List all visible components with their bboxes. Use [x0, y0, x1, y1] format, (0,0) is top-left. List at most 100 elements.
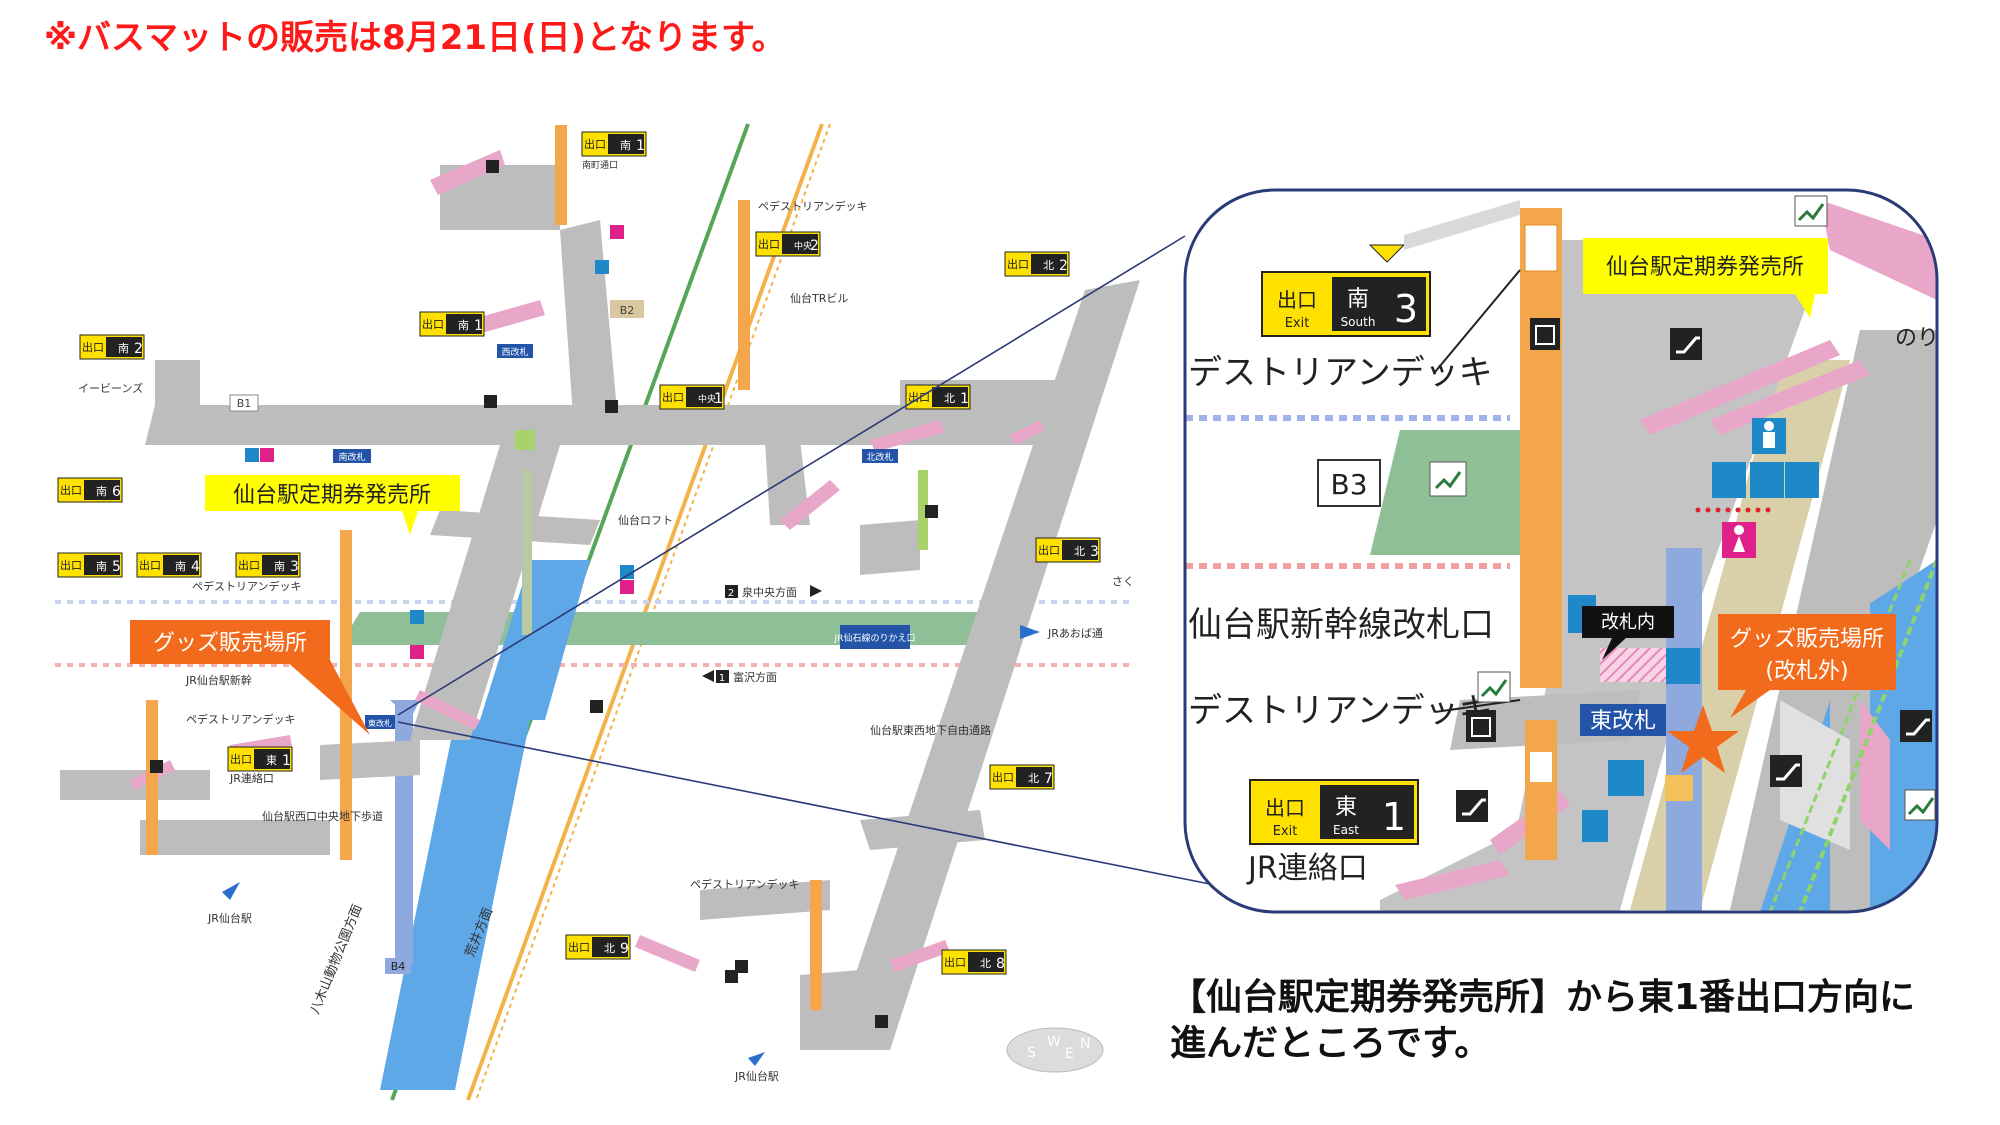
label-ebeans: イービーンズ	[78, 381, 143, 395]
svg-text:6: 6	[112, 484, 121, 500]
svg-text:1: 1	[474, 318, 483, 334]
accessible-toilet-icon	[245, 448, 259, 462]
label-yagiyama: 八木山動物公園方面	[307, 902, 366, 1016]
exit-badge-north-2: 出口 北 2	[1004, 251, 1070, 277]
escalator-icon	[590, 700, 603, 713]
baby-care-icon	[1750, 462, 1784, 498]
lower-platform	[380, 720, 530, 1090]
star-marker-icon	[1667, 705, 1739, 773]
exit-pillar	[555, 125, 567, 225]
exit-badge-south-1b: 出口 南 1	[419, 311, 485, 337]
toilet-icon	[260, 448, 274, 462]
overview-callout-goods: グッズ販売場所	[130, 620, 370, 735]
inset-higashi-gate: 東改札	[1590, 709, 1656, 734]
svg-text:East: East	[1333, 823, 1359, 837]
ticket-machine-icon	[1666, 648, 1700, 684]
exit-badge-south-6: 出口 南 6	[57, 477, 123, 503]
inset-tag-kaisatsu-nai: 改札内	[1582, 606, 1674, 660]
inset-exit-badge-east-1: 出口 Exit 東 East 1	[1249, 779, 1419, 845]
label-east-west-passage: 仙台駅東西地下自由通路	[870, 723, 991, 737]
inset-callout-teiki: 仙台駅定期券発売所	[1583, 238, 1828, 318]
svg-text:北: 北	[980, 957, 991, 970]
escalator-icon	[1900, 710, 1932, 742]
svg-text:南: 南	[1347, 287, 1369, 312]
toilet-icon	[620, 565, 634, 579]
exit-badge-south-5: 出口 南 5	[57, 552, 123, 578]
elevator-icon	[484, 395, 497, 408]
svg-text:1: 1	[1382, 795, 1406, 839]
compass-icon: S W E N	[1006, 1027, 1104, 1073]
svg-text:出口: 出口	[60, 558, 82, 572]
telephone-icon	[1582, 810, 1608, 842]
label-jr-connect: JR連絡口	[229, 771, 274, 785]
elevator-icon	[150, 760, 163, 773]
facility-icons	[150, 160, 938, 1028]
svg-text:Exit: Exit	[1273, 824, 1298, 839]
svg-text:出口: 出口	[584, 137, 606, 151]
inset-shinkansen-gate: 仙台駅新幹線改札口	[1188, 605, 1494, 645]
svg-text:北: 北	[1074, 545, 1085, 558]
svg-text:出口: 出口	[1038, 543, 1060, 557]
label-sendai-loft: 仙台ロフト	[618, 513, 673, 527]
exit-badge-south-4: 出口 南 4	[136, 552, 202, 578]
label-jr-sendai-bottom: JR仙台駅	[734, 1069, 779, 1083]
svg-text:出口: 出口	[82, 340, 104, 354]
svg-text:Exit: Exit	[1285, 316, 1310, 331]
label-minami-gate: 南改札	[338, 451, 365, 463]
exit-badge-south-1: 出口 南 1	[581, 131, 647, 157]
svg-text:南: 南	[96, 485, 107, 498]
svg-text:7: 7	[1044, 771, 1053, 787]
svg-text:E: E	[1065, 1046, 1074, 1062]
elevator-icon	[725, 970, 738, 983]
overview-map: B2 B1 B4 出口 南 1 出口 南 2 出口 中央 2	[55, 123, 1140, 1101]
escalator-icon	[735, 960, 748, 973]
caption-line-1: 【仙台駅定期券発売所】から東1番出口方向に	[1170, 977, 1916, 1018]
svg-text:S: S	[1027, 1045, 1036, 1061]
svg-text:グッズ販売場所: グッズ販売場所	[1730, 627, 1884, 652]
label-jr-shinkansen-gate: JR仙台駅新幹	[185, 673, 252, 687]
svg-text:出口: 出口	[60, 483, 82, 497]
connector-line-top	[397, 235, 1186, 716]
zoom-inset: B3	[1183, 188, 1939, 914]
svg-text:北: 北	[944, 392, 955, 405]
svg-text:改札内: 改札内	[1601, 612, 1655, 633]
svg-text:2: 2	[810, 238, 819, 254]
location-caption: 【仙台駅定期券発売所】から東1番出口方向に 進んだところです。	[1170, 975, 1915, 1067]
east-west-passage	[830, 280, 1140, 1050]
svg-text:3: 3	[1394, 287, 1418, 331]
level-label-b2: B2	[620, 304, 635, 317]
connector-line-bottom	[397, 721, 1216, 886]
label-tomizawa: 富沢方面	[733, 670, 777, 684]
exit-badge-north-3: 出口 北 3	[1035, 537, 1101, 563]
label-pedestrian-deck-left: ペデストリアンデッキ	[192, 579, 302, 593]
overview-callout-teiki: 仙台駅定期券発売所	[205, 475, 460, 535]
escalator	[1640, 340, 1840, 435]
svg-text:(改札外): (改札外)	[1765, 659, 1848, 684]
svg-text:2: 2	[134, 341, 143, 357]
toilet-icon	[610, 225, 624, 239]
toilet-icon	[410, 645, 424, 659]
svg-text:東: 東	[266, 754, 277, 767]
svg-text:東: 東	[1335, 795, 1357, 820]
svg-text:出口: 出口	[139, 558, 161, 572]
svg-text:South: South	[1341, 315, 1376, 329]
inset-noriba: のり	[1895, 326, 1939, 351]
exit-badge-north-7: 出口 北 7	[989, 764, 1055, 790]
gate-hatch	[1600, 648, 1668, 682]
inset-border	[1183, 188, 1939, 914]
svg-text:南: 南	[118, 342, 129, 355]
caption-line-2: 進んだところです。	[1170, 1023, 1491, 1064]
escalator-icon	[875, 1015, 888, 1028]
svg-text:南: 南	[458, 319, 469, 332]
elevator-icon	[1530, 318, 1560, 350]
svg-text:中央: 中央	[794, 240, 812, 252]
svg-text:出口: 出口	[1277, 288, 1317, 312]
label-jr-aoba: JRあおば通	[1047, 627, 1103, 640]
exit-badge-north-8: 出口 北 8	[941, 949, 1007, 975]
staircase-icon	[1904, 789, 1936, 821]
accessible-toilet-icon	[595, 260, 609, 274]
label-kita-gate: 北改札	[866, 451, 893, 463]
inset-callout-goods: グッズ販売場所 (改札外)	[1718, 614, 1896, 718]
level-label-b1: B1	[237, 397, 252, 410]
inset-exit-badge-south-3: 出口 Exit 南 South 3	[1261, 271, 1431, 337]
